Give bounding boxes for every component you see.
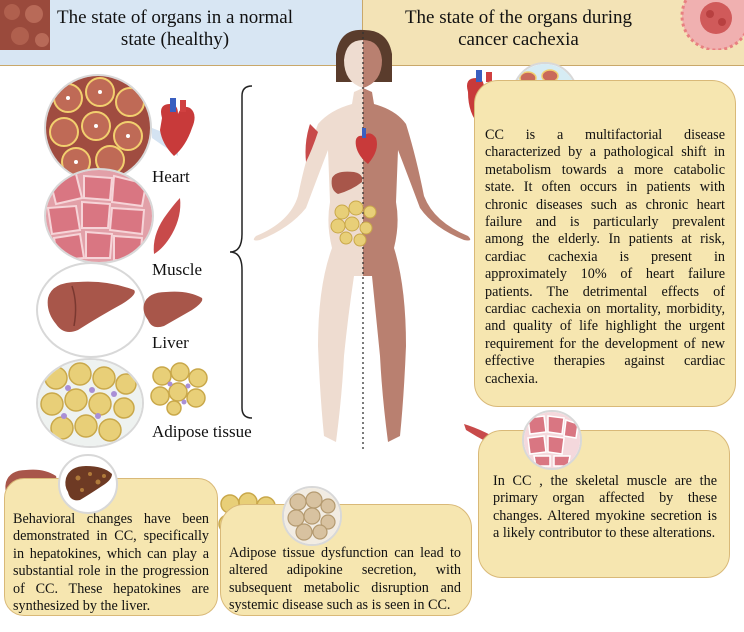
header-healthy: The state of organs in a normal state (h… (0, 0, 363, 66)
muscle-tissue-circle (44, 168, 154, 264)
header-cachexia-title: The state of the organs during cancer ca… (404, 7, 633, 50)
adipose-cachexia-circle (282, 486, 342, 546)
liver-label: Liver (152, 333, 189, 352)
adipose-text: Adipose tissue dysfunction can lead to a… (229, 545, 461, 614)
muscle-icon (153, 198, 181, 254)
liver-icon (143, 291, 203, 328)
liver-circle (36, 262, 146, 358)
human-figure (253, 29, 471, 450)
liver-text: Behavioral changes have been demonstrate… (13, 511, 209, 615)
liver-text-box: Behavioral changes have been demonstrate… (4, 478, 218, 616)
cc-description-text: CC is a multifactorial disease character… (485, 127, 725, 387)
heart-label: Heart (152, 167, 190, 186)
header-healthy-title: The state of organs in a normal state (h… (56, 7, 294, 50)
adipose-label: Adipose tissue (152, 422, 252, 441)
bracket (229, 85, 253, 419)
muscle-label: Muscle (152, 260, 203, 279)
heart-tissue-corner-icon (0, 0, 50, 50)
adipose-circle (36, 358, 144, 448)
adipose-text-box: Adipose tissue dysfunction can lead to a… (220, 504, 472, 616)
cancer-cell-icon (680, 0, 744, 50)
liver-cachexia-circle (58, 454, 118, 514)
muscle-cachexia-tissue-circle (522, 410, 582, 470)
heart-icon (152, 98, 195, 156)
adipose-icon (150, 362, 208, 416)
muscle-text-box: In CC , the skeletal muscle are the prim… (478, 430, 730, 578)
muscle-text: In CC , the skeletal muscle are the prim… (493, 473, 717, 542)
heart-tissue-circle (44, 74, 152, 182)
cc-description-box: CC is a multifactorial disease character… (474, 80, 736, 407)
